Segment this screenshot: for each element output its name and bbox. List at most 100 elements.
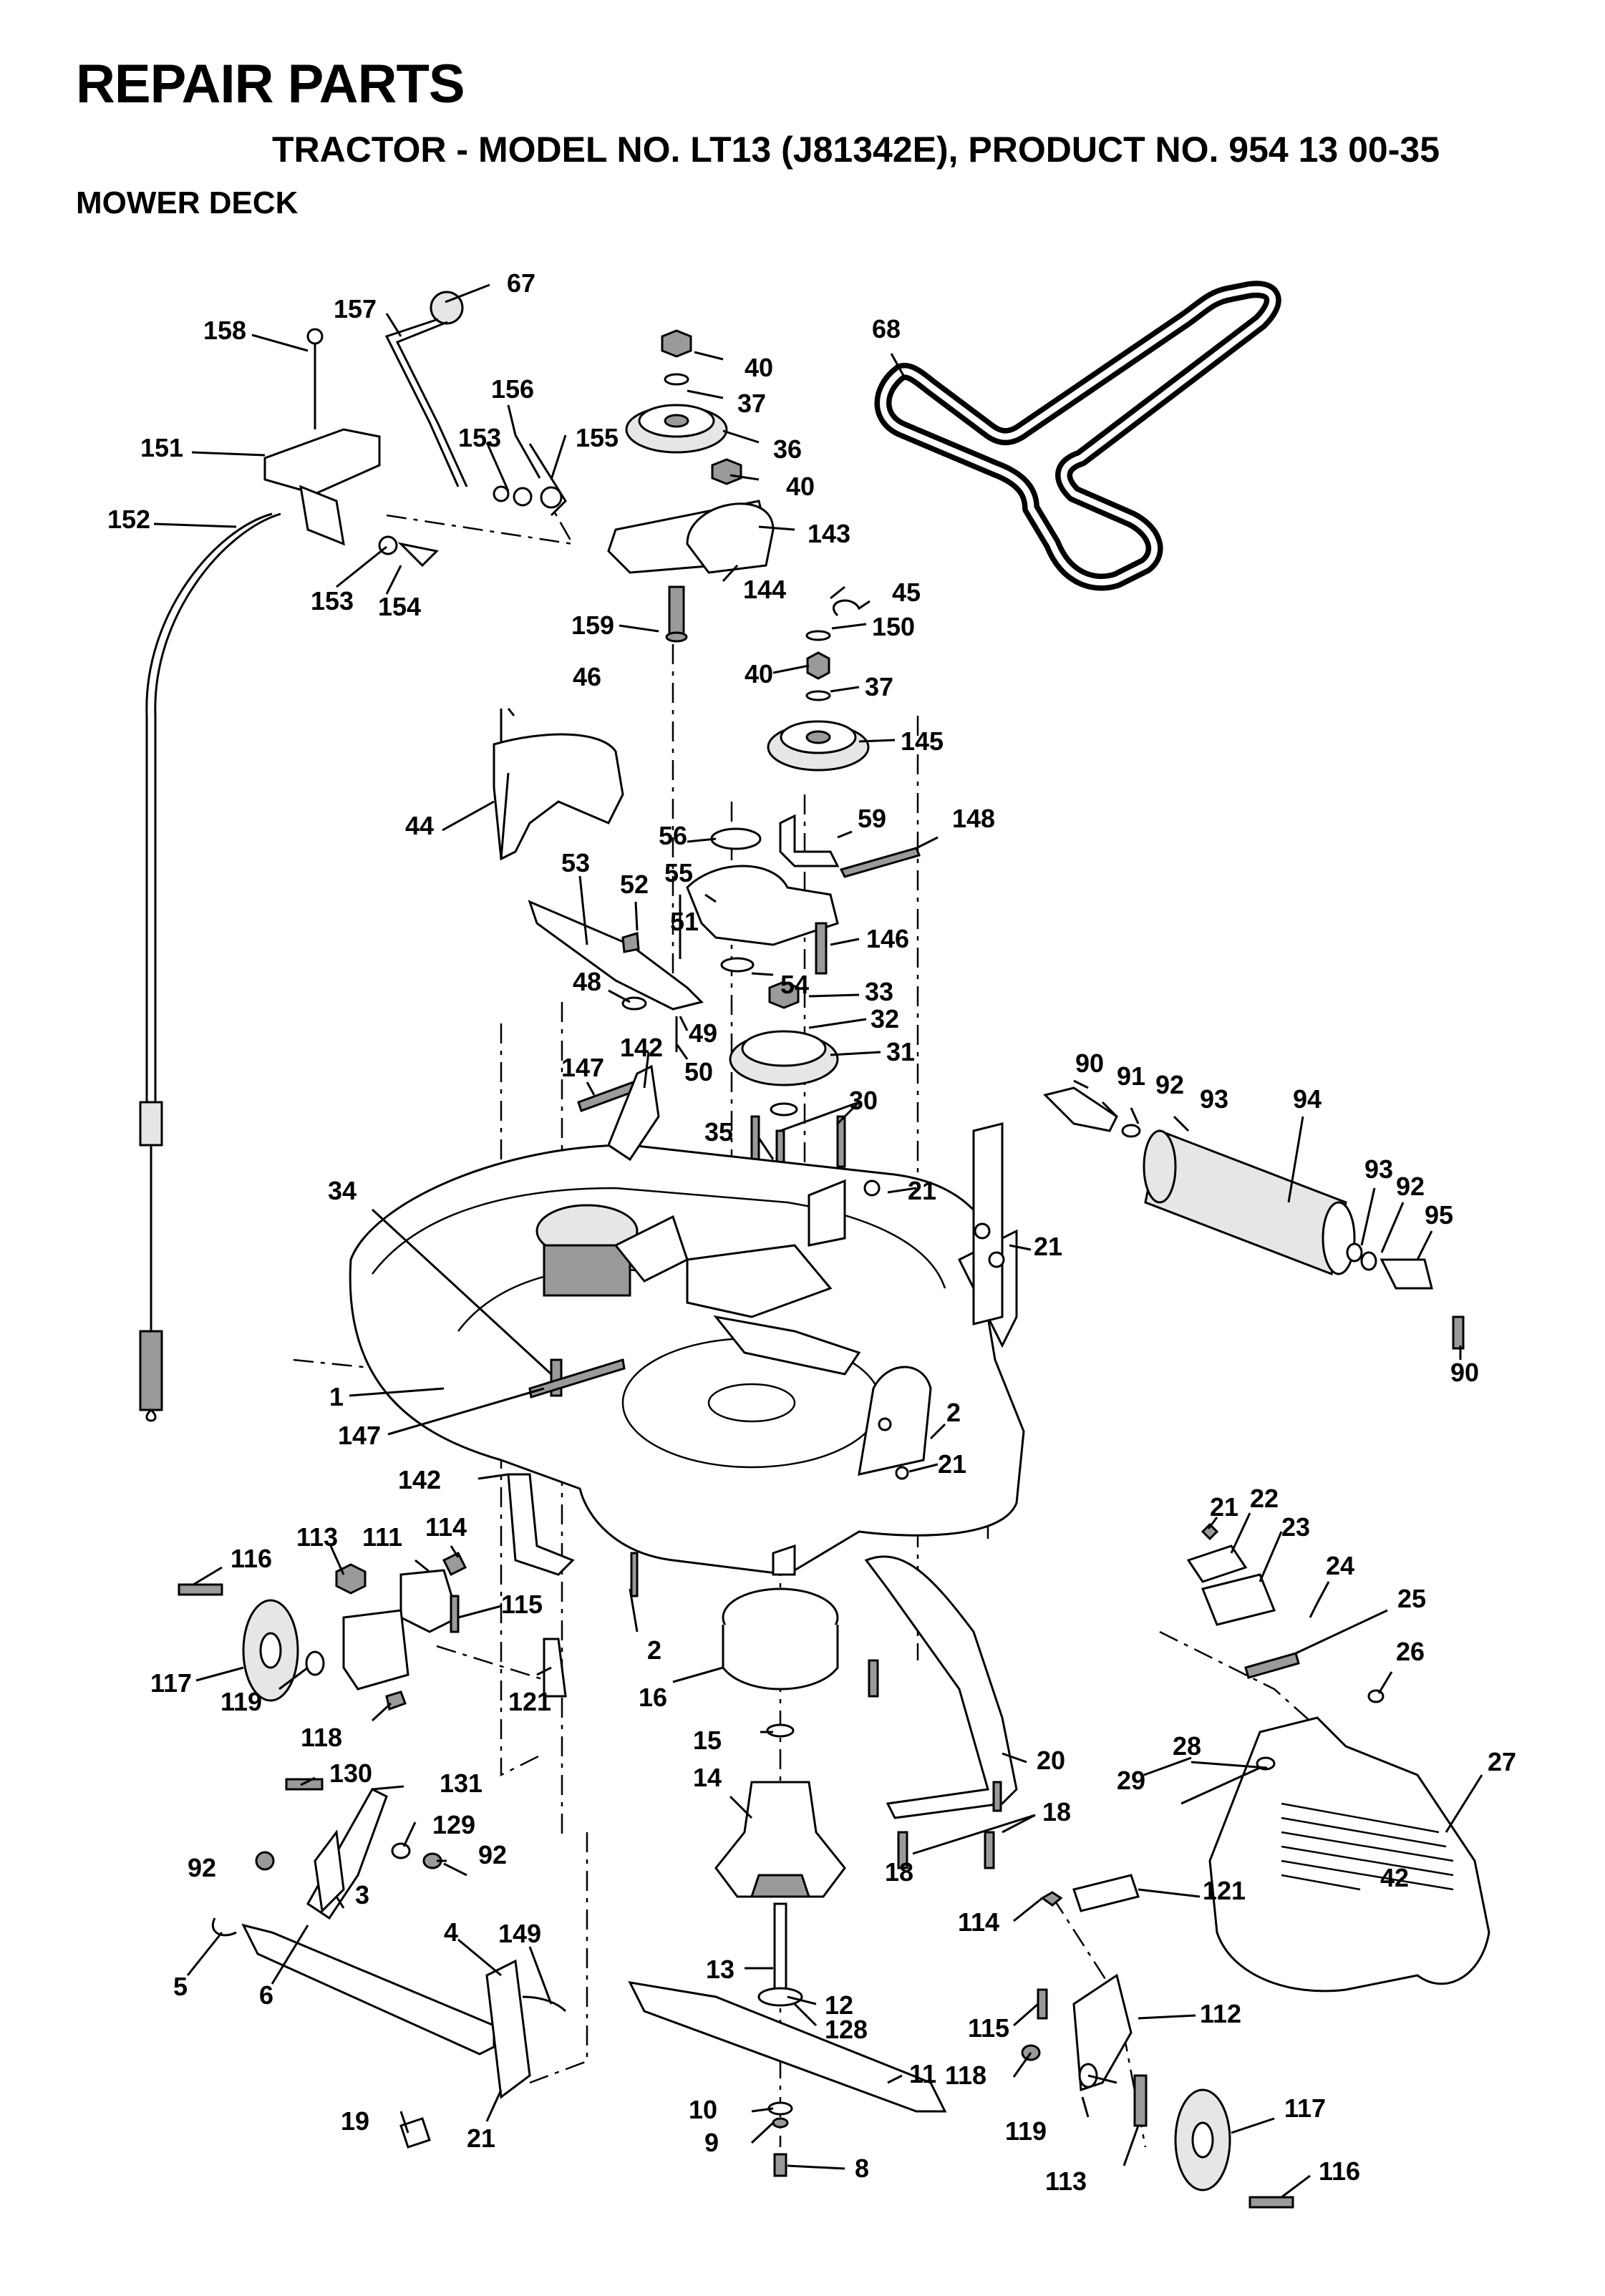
callout-label: 116 xyxy=(1319,2156,1360,2186)
callout-label: 11 xyxy=(909,2059,936,2088)
callout-label: 14 xyxy=(693,1763,722,1792)
callout-label: 34 xyxy=(328,1176,357,1205)
gauge-wheel-left xyxy=(178,1551,567,1711)
callout-label: 21 xyxy=(1210,1492,1238,1522)
callout-label: 8 xyxy=(855,2154,869,2183)
section-heading: MOWER DECK xyxy=(76,185,299,220)
lift-handle-assembly xyxy=(139,291,567,1422)
model-subtitle: TRACTOR - MODEL NO. LT13 (J81342E), PROD… xyxy=(272,130,1440,170)
callout-label: 93 xyxy=(1364,1154,1393,1184)
support-spring xyxy=(1244,1652,1300,1679)
callout-label: 128 xyxy=(825,2015,868,2044)
callout-label: 113 xyxy=(1045,2166,1087,2196)
mower-deck-housing xyxy=(349,1064,1025,1597)
callout-label: 131 xyxy=(440,1769,483,1798)
callout-label: 115 xyxy=(968,2013,1009,2043)
callout-label: 51 xyxy=(670,907,699,936)
callout-label: 114 xyxy=(425,1512,467,1542)
callout-label: 37 xyxy=(737,389,766,418)
wheel-bracket-left xyxy=(342,1609,409,1691)
spindle-housing xyxy=(714,1781,846,1898)
callout-label: 46 xyxy=(573,662,601,691)
callout-label: 40 xyxy=(786,472,815,501)
callout-label: 35 xyxy=(704,1117,733,1147)
callout-label: 49 xyxy=(689,1018,717,1048)
callout-label: 68 xyxy=(872,314,901,344)
pulley-stack-center xyxy=(767,599,871,772)
support-bracket-right xyxy=(1186,1522,1385,1703)
callout-label: 24 xyxy=(1326,1551,1354,1580)
callout-label: 117 xyxy=(150,1668,192,1698)
callout-label: 121 xyxy=(508,1687,551,1716)
callout-label: 21 xyxy=(938,1449,966,1479)
cable-spring xyxy=(139,1330,163,1411)
idler-arm-assembly xyxy=(528,814,921,1052)
lift-link-rod xyxy=(241,1923,495,2056)
spindle-shaft xyxy=(773,1902,787,1998)
callout-numbers: 67 157 158 151 152 153 156 155 153 154 4… xyxy=(107,268,1516,2196)
lift-links-left xyxy=(211,1778,567,2149)
callout-label: 28 xyxy=(1173,1731,1201,1761)
callout-label: 20 xyxy=(1037,1746,1065,1775)
callout-label: 36 xyxy=(773,434,802,464)
callout-label: 33 xyxy=(865,977,893,1006)
callout-label: 92 xyxy=(1155,1070,1184,1099)
callout-label: 37 xyxy=(865,672,893,701)
callout-label: 142 xyxy=(398,1465,441,1494)
callout-label: 118 xyxy=(301,1723,342,1752)
callout-label: 95 xyxy=(1425,1200,1453,1230)
callout-label: 145 xyxy=(901,726,944,756)
callout-label: 30 xyxy=(849,1086,878,1115)
lift-arm xyxy=(314,1829,345,1914)
callout-label: 5 xyxy=(173,1972,188,2001)
callout-label: 12 xyxy=(825,1990,853,2020)
callout-label: 129 xyxy=(432,1810,475,1839)
page-title: REPAIR PARTS xyxy=(76,54,465,115)
callout-label: 113 xyxy=(296,1522,338,1552)
callout-label: 118 xyxy=(945,2061,986,2090)
callout-label: 93 xyxy=(1200,1084,1228,1114)
leader-lines xyxy=(153,283,1483,2199)
callout-label: 6 xyxy=(259,1980,273,2010)
callout-label: 159 xyxy=(571,611,614,640)
callout-label: 147 xyxy=(561,1053,604,1082)
callout-label: 67 xyxy=(507,268,535,298)
callout-label: 116 xyxy=(231,1544,272,1573)
callout-label: 4 xyxy=(444,1917,458,1947)
callout-label: 112 xyxy=(1200,1999,1241,2028)
callout-label: 148 xyxy=(952,804,995,833)
front-link-bracket xyxy=(485,1959,531,2099)
callout-label: 53 xyxy=(561,848,590,877)
callout-label: 19 xyxy=(341,2106,369,2136)
callout-label: 21 xyxy=(1034,1232,1062,1261)
callout-label: 153 xyxy=(311,586,354,616)
roller xyxy=(1144,1129,1347,1276)
callout-label: 23 xyxy=(1281,1512,1310,1542)
callout-label: 121 xyxy=(1203,1876,1246,1905)
callout-label: 1 xyxy=(329,1382,344,1411)
callout-label: 13 xyxy=(706,1955,734,1984)
callout-label: 29 xyxy=(1117,1766,1145,1795)
callout-label: 117 xyxy=(1284,2093,1326,2123)
callout-label: 21 xyxy=(467,2124,495,2153)
drive-belt xyxy=(874,281,1281,591)
callout-label: 154 xyxy=(378,592,421,621)
lift-cable xyxy=(145,512,273,1102)
callout-label: 90 xyxy=(1075,1049,1104,1078)
callout-label: 149 xyxy=(498,1919,541,1948)
callout-label: 15 xyxy=(693,1726,722,1755)
callout-label: 152 xyxy=(107,505,150,534)
callout-label: 92 xyxy=(478,1840,507,1869)
callout-label: 40 xyxy=(745,659,773,689)
callout-label: 156 xyxy=(491,374,534,404)
callout-label: 151 xyxy=(140,433,183,462)
callout-label: 9 xyxy=(704,2128,719,2157)
discharge-chute xyxy=(1180,1716,1490,1993)
callout-label: 144 xyxy=(743,575,786,604)
callout-label: 31 xyxy=(886,1037,915,1066)
nut xyxy=(661,329,692,358)
deck-spring xyxy=(528,1358,626,1398)
idler-arm xyxy=(528,900,704,1011)
idler-spring xyxy=(839,847,921,878)
callout-label: 130 xyxy=(329,1759,372,1788)
